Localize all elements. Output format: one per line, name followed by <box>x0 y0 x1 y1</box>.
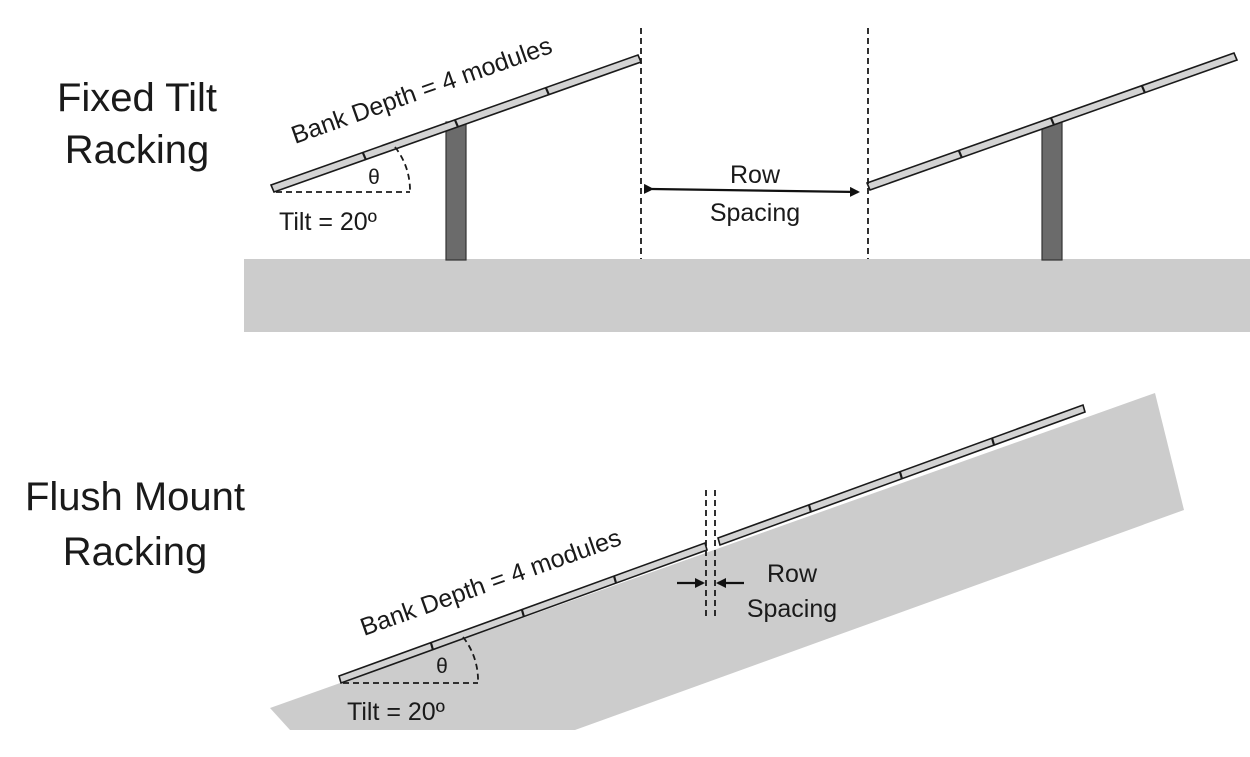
fixed-tilt-row-spacing-line2: Spacing <box>710 199 800 227</box>
fixed-tilt-title-line1: Fixed Tilt <box>57 76 217 120</box>
fixed-tilt-ground <box>244 259 1250 332</box>
flush-mount-section: Flush Mount Racking Bank Depth = 4 modul… <box>25 393 1184 730</box>
fixed-tilt-row-spacing-arrow <box>643 183 860 197</box>
module-divider <box>1140 85 1147 94</box>
module-divider <box>898 471 904 480</box>
flush-mount-title-line2: Racking <box>63 530 208 574</box>
fixed-tilt-post-left <box>445 121 467 261</box>
flush-mount-theta-symbol: θ <box>436 655 448 678</box>
fixed-tilt-theta-symbol: θ <box>368 166 380 189</box>
fixed-tilt-row-spacing-line1: Row <box>730 161 781 189</box>
module-divider <box>957 150 964 159</box>
module-divider <box>1049 117 1056 126</box>
fixed-tilt-section: Fixed Tilt Racking Bank Depth = 4 module… <box>57 28 1250 332</box>
module-divider <box>807 504 813 513</box>
fixed-tilt-angle-arc <box>394 146 411 193</box>
fixed-tilt-bank-right <box>865 51 1239 192</box>
flush-mount-angle-arc <box>462 636 479 684</box>
module-divider <box>453 119 460 128</box>
module-divider <box>990 437 996 446</box>
fixed-tilt-tilt-label: Tilt = 20º <box>279 208 377 236</box>
flush-mount-sloped-roof <box>270 393 1184 730</box>
flush-mount-bank-lower <box>338 541 708 685</box>
flush-mount-row-spacing-line2: Spacing <box>747 595 837 623</box>
module-divider <box>612 575 618 584</box>
module-divider <box>520 609 526 618</box>
module-divider <box>361 152 368 161</box>
flush-mount-row-spacing-line1: Row <box>767 560 818 588</box>
fixed-tilt-title-line2: Racking <box>65 128 210 172</box>
flush-mount-title-line1: Flush Mount <box>25 475 245 519</box>
module-divider <box>429 642 435 651</box>
flush-mount-tilt-label: Tilt = 20º <box>347 698 445 726</box>
module-divider <box>544 87 551 96</box>
flush-mount-bank-upper <box>717 403 1086 547</box>
fixed-tilt-post-right <box>1041 121 1063 261</box>
